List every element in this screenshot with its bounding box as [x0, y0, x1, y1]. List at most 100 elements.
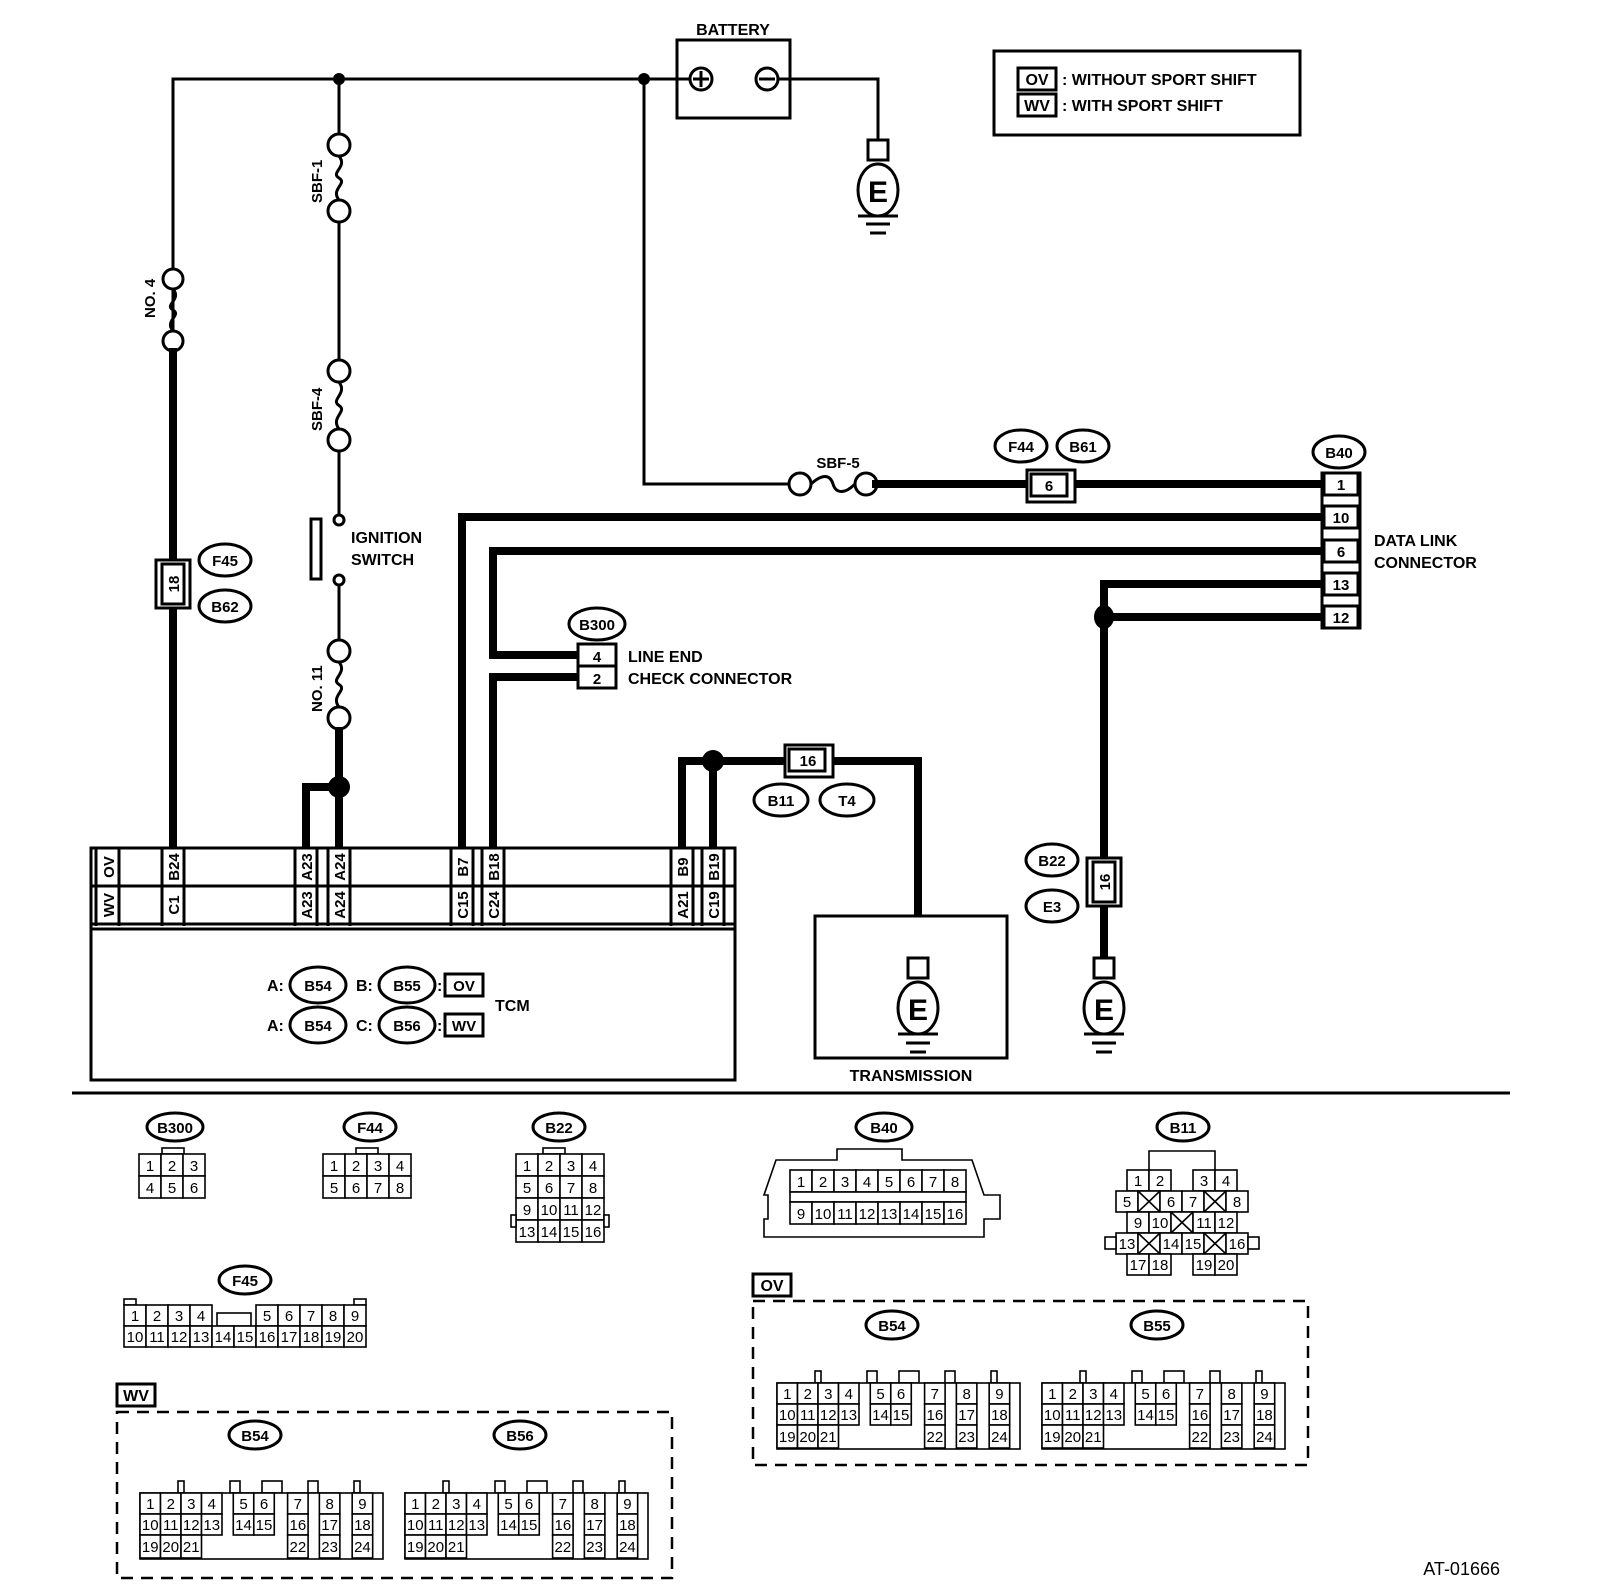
connector-b22-e3: 16 B22 E3 — [1024, 842, 1123, 924]
dlc-label-2: CONNECTOR — [1374, 555, 1477, 572]
tag-oval — [288, 1005, 348, 1045]
tag-oval — [864, 1309, 920, 1341]
switch-contact — [332, 573, 346, 587]
pin-number: 19 — [407, 1539, 424, 1556]
pin-number: 7 — [374, 1180, 382, 1197]
pin-number: 7 — [1189, 1194, 1197, 1211]
tcm-ref-variant: WV — [452, 1018, 476, 1035]
fuse-element-icon — [809, 475, 857, 493]
pin-number: 11 — [837, 1206, 853, 1223]
pin-number: 17 — [1130, 1257, 1147, 1274]
pin-number: 24 — [1256, 1429, 1273, 1446]
pin-cell — [1214, 1253, 1238, 1276]
pin-number: 16 — [259, 1329, 276, 1346]
pin-number: 15 — [237, 1329, 254, 1346]
pin-number: 11 — [1065, 1407, 1081, 1424]
blank-pin-icon — [1137, 1190, 1161, 1213]
connector-inner — [160, 562, 186, 606]
pin-number: 3 — [187, 1496, 195, 1513]
fuse-element-icon — [334, 155, 344, 201]
pin-number: 12 — [448, 1517, 465, 1534]
pin-number: 16 — [1229, 1236, 1246, 1253]
connector-latch — [1209, 1370, 1221, 1384]
pin-cell — [551, 1534, 574, 1559]
pin-number: 1 — [1134, 1173, 1142, 1190]
fuse-no4 — [161, 267, 185, 353]
fuse-terminal — [326, 198, 352, 224]
pin-cell — [837, 1403, 860, 1426]
pin-cell — [1188, 1424, 1211, 1449]
pin-number: 2 — [1069, 1386, 1077, 1403]
fuse-terminal — [326, 705, 352, 731]
pin-number: 9 — [1260, 1386, 1268, 1403]
connector-inner — [1029, 472, 1069, 498]
connector-inner — [787, 747, 827, 773]
pin-number: 4 — [1222, 1173, 1230, 1190]
pin-number: 13 — [193, 1329, 210, 1346]
pin-number: 20 — [347, 1329, 364, 1346]
pin-number: 24 — [991, 1429, 1008, 1446]
tcm-ref-tag: B55 — [393, 978, 421, 995]
wire-lec-2 — [489, 673, 578, 848]
legend-ov-box — [1016, 66, 1058, 92]
splice-dot — [328, 776, 350, 798]
pin-number: 16 — [947, 1206, 964, 1223]
pin-number: 2 — [168, 1158, 176, 1175]
pin-cell — [1148, 1253, 1172, 1276]
tcm-ref-colon: : — [437, 978, 442, 995]
legend-ov-text: : WITHOUT SPORT SHIFT — [1062, 72, 1257, 89]
tag-oval — [217, 1264, 273, 1296]
pin-number: 10 — [541, 1202, 558, 1219]
lec-pin: 2 — [593, 671, 601, 688]
pin-cell — [351, 1534, 374, 1559]
pin-number: 13 — [1119, 1236, 1136, 1253]
dlc-pin-cell — [1322, 571, 1360, 597]
pin-number: 2 — [1156, 1173, 1164, 1190]
pin-number: 6 — [260, 1496, 268, 1513]
connector-tag-b11: B11 — [768, 793, 795, 810]
pin-number: 22 — [927, 1429, 944, 1446]
pin-number: 1 — [411, 1496, 419, 1513]
fuse-element-icon — [334, 661, 344, 708]
tag-oval — [227, 1419, 283, 1451]
pin-number: 10 — [142, 1517, 159, 1534]
connector-latch — [1255, 1370, 1263, 1384]
wire-dlc-10 — [458, 513, 1324, 848]
tcm: B24C1A23A23A24A24B7C15B18C24B9A21B19C19 … — [89, 846, 737, 1082]
pin-number: 10 — [1044, 1407, 1061, 1424]
tcm-ref-prefix: A: — [267, 978, 284, 995]
pin-number: 14 — [500, 1517, 517, 1534]
pin-number: 12 — [585, 1202, 602, 1219]
pin-number: 4 — [589, 1158, 597, 1175]
connector-key — [216, 1312, 252, 1327]
pin-number: 13 — [468, 1517, 485, 1534]
pin-number: 4 — [208, 1496, 216, 1513]
pin-number: 4 — [197, 1308, 205, 1325]
face-tag: B11 — [1170, 1120, 1197, 1137]
fuse-sbf4-label: SBF-4 — [309, 387, 326, 431]
fuse-no11-label: NO. 11 — [309, 665, 326, 712]
fuse-terminal — [326, 638, 352, 664]
pin-cell — [1220, 1424, 1243, 1449]
pin-cell — [581, 1219, 605, 1243]
fuse-no11 — [326, 638, 352, 731]
pin-number: 4 — [146, 1180, 154, 1197]
pin-number: 14 — [903, 1206, 920, 1223]
pin-number: 15 — [256, 1517, 273, 1534]
pin-number: 8 — [325, 1496, 333, 1513]
connector-pin: 16 — [800, 753, 817, 770]
pin-number: 20 — [799, 1429, 816, 1446]
tcm-terminal-ov: B9 — [675, 857, 692, 876]
tcm-terminal-wv: C24 — [486, 891, 503, 919]
pin-number: 11 — [563, 1202, 579, 1219]
pin-number: 5 — [263, 1308, 271, 1325]
pin-number: 5 — [1123, 1194, 1131, 1211]
pin-cell — [1154, 1403, 1178, 1426]
pin-number: 20 — [1218, 1257, 1235, 1274]
